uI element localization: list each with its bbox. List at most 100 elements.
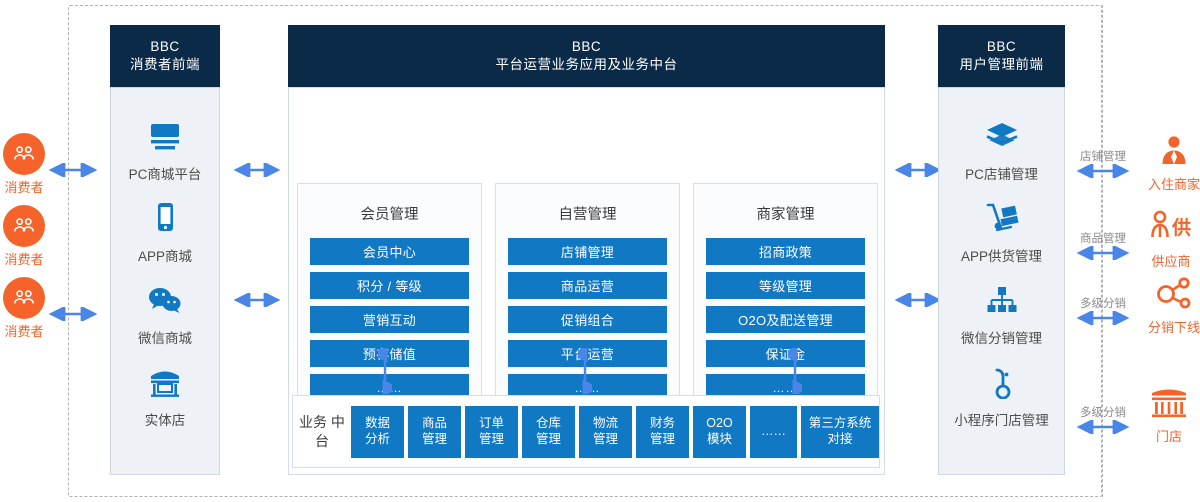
center-header-subtitle: 平台运营业务应用及业务中台 <box>495 57 678 72</box>
actor-consumer-1: 消费者 <box>3 133 45 196</box>
supplier-icon: 供 <box>1148 210 1194 249</box>
midplatform-cell[interactable]: 订单 管理 <box>465 405 518 458</box>
hand-truck-icon <box>982 198 1022 238</box>
actor-label: 消费者 <box>4 252 44 267</box>
channel-label: 小程序门店管理 <box>954 413 1049 428</box>
svg-text:供: 供 <box>1171 216 1191 239</box>
actor-label: 入住商家 <box>1148 177 1200 192</box>
midplatform-cell[interactable]: 商品 管理 <box>408 405 461 458</box>
channel-label: 微信商城 <box>138 331 192 346</box>
actor-store: 门店 <box>1148 385 1190 445</box>
arrow-member-to-midplatform <box>370 345 400 397</box>
midplatform-cell-more[interactable]: …… <box>750 405 797 458</box>
business-middle-platform: 业务 中台 数据 分析 商品 管理 订单 管理 仓库 管理 物流 管理 财务 管… <box>292 395 880 468</box>
actor-label: 消费者 <box>4 180 44 195</box>
channel-app-supply-mgmt[interactable]: APP供货管理 <box>939 198 1064 265</box>
left-header-subtitle: 消费者前端 <box>130 57 200 72</box>
consumer-group-icon <box>3 277 45 319</box>
midplatform-cell[interactable]: O2O 模块 <box>693 405 746 458</box>
module-item[interactable]: 招商政策 <box>706 238 865 265</box>
channel-label: 实体店 <box>144 413 186 428</box>
module-panel-merchant: 商家管理 招商政策 等级管理 O2O及配送管理 保证金 …… <box>693 183 878 434</box>
relation-label-multilevel-distribution-2: 多级分销 <box>1080 407 1126 419</box>
arrow-frontend-to-center-top <box>229 161 285 179</box>
right-column-body: PC店铺管理 APP供货管理 <box>938 87 1065 475</box>
channel-pc-shop-mgmt[interactable]: PC店铺管理 <box>939 116 1064 183</box>
arrow-consumer-to-frontend-3 <box>44 305 102 323</box>
left-column-body: PC商城平台 APP商城 <box>110 87 220 475</box>
arrow-center-to-usermgmt-bottom <box>890 291 946 309</box>
channel-pc-mall[interactable]: PC商城平台 <box>111 116 219 183</box>
storefront-icon <box>146 362 184 402</box>
module-item[interactable]: 营销互动 <box>310 306 469 333</box>
module-item[interactable]: 保证金 <box>706 340 865 367</box>
module-panel-title: 会员管理 <box>360 207 419 223</box>
relation-label-product-mgmt: 商品管理 <box>1080 233 1126 245</box>
actor-label: 分销下线 <box>1148 320 1200 335</box>
center-header-title: BBC <box>571 38 602 54</box>
consumer-group-icon <box>3 205 45 247</box>
midplatform-label: 业务 中台 <box>299 414 345 449</box>
left-header-title: BBC <box>150 38 180 54</box>
module-item[interactable]: O2O及配送管理 <box>706 306 865 333</box>
right-column-header: BBC 用户管理前端 <box>938 25 1065 87</box>
arrow-merchant-to-midplatform <box>780 345 810 397</box>
share-network-icon <box>1153 276 1195 315</box>
module-item[interactable]: 积分 / 等级 <box>310 272 469 299</box>
actor-distribution-downline: 分销下线 <box>1148 276 1200 336</box>
channel-app-mall[interactable]: APP商城 <box>111 198 219 265</box>
module-item[interactable]: 会员中心 <box>310 238 469 265</box>
channel-label: APP供货管理 <box>960 249 1042 264</box>
midplatform-cell-list: 数据 分析 商品 管理 订单 管理 仓库 管理 物流 管理 财务 管理 O2O … <box>351 405 879 458</box>
channel-label: PC商城平台 <box>128 167 202 182</box>
module-item[interactable]: 店铺管理 <box>508 238 667 265</box>
channel-label: 微信分销管理 <box>961 331 1042 346</box>
wechat-icon <box>145 280 185 320</box>
merchant-person-icon <box>1157 133 1191 172</box>
relation-label-multilevel-distribution-1: 多级分销 <box>1080 298 1126 310</box>
arrow-selfop-to-midplatform <box>570 345 600 397</box>
actor-label: 消费者 <box>4 324 44 339</box>
mobile-phone-icon <box>147 198 183 238</box>
center-column-header: BBC 平台运营业务应用及业务中台 <box>288 25 885 87</box>
midplatform-cell[interactable]: 数据 分析 <box>351 405 404 458</box>
module-item[interactable]: 等级管理 <box>706 272 865 299</box>
midplatform-cell[interactable]: 仓库 管理 <box>522 405 575 458</box>
channel-label: PC店铺管理 <box>965 167 1038 182</box>
actor-label: 门店 <box>1155 429 1182 444</box>
module-panel-title: 自营管理 <box>558 207 617 223</box>
module-item[interactable]: 商品运营 <box>508 272 667 299</box>
arrow-usermgmt-to-merchant <box>1072 162 1134 180</box>
module-panel-title: 商家管理 <box>756 207 815 223</box>
midplatform-cell[interactable]: 物流 管理 <box>579 405 632 458</box>
channel-wechat-mall[interactable]: 微信商城 <box>111 280 219 347</box>
arrow-consumer-to-frontend-1 <box>44 161 102 179</box>
layers-icon <box>983 116 1021 156</box>
consumer-group-icon <box>3 133 45 175</box>
module-item[interactable]: 促销组合 <box>508 306 667 333</box>
right-header-title: BBC <box>986 38 1017 54</box>
arrow-frontend-to-center-bottom <box>229 291 285 309</box>
arrow-usermgmt-to-downline <box>1072 309 1134 327</box>
channel-miniprogram-store-mgmt[interactable]: 小程序门店管理 <box>939 362 1064 429</box>
arrow-center-to-usermgmt-top <box>890 161 946 179</box>
arrow-usermgmt-to-supplier <box>1072 244 1134 262</box>
arrow-usermgmt-to-store <box>1072 418 1134 436</box>
right-header-subtitle: 用户管理前端 <box>959 57 1044 72</box>
actor-supplier: 供 供应商 <box>1148 210 1194 270</box>
relation-label-shop-mgmt: 店铺管理 <box>1080 151 1126 163</box>
module-panel-self-operated: 自营管理 店铺管理 商品运营 促销组合 平台运营 …… <box>495 183 680 434</box>
actor-consumer-2: 消费者 <box>3 205 45 268</box>
actor-consumer-3: 消费者 <box>3 277 45 340</box>
monitor-icon <box>147 116 183 156</box>
channel-label: APP商城 <box>137 249 192 264</box>
actor-merchant: 入住商家 <box>1148 133 1200 193</box>
midplatform-cell[interactable]: 第三方系统 对接 <box>801 405 879 458</box>
midplatform-cell[interactable]: 财务 管理 <box>636 405 689 458</box>
actor-label: 供应商 <box>1151 254 1191 269</box>
org-tree-icon <box>983 280 1021 320</box>
channel-physical-store[interactable]: 实体店 <box>111 362 219 429</box>
mini-program-icon <box>985 362 1019 402</box>
channel-wechat-distribution-mgmt[interactable]: 微信分销管理 <box>939 280 1064 347</box>
shop-building-icon <box>1148 385 1190 424</box>
